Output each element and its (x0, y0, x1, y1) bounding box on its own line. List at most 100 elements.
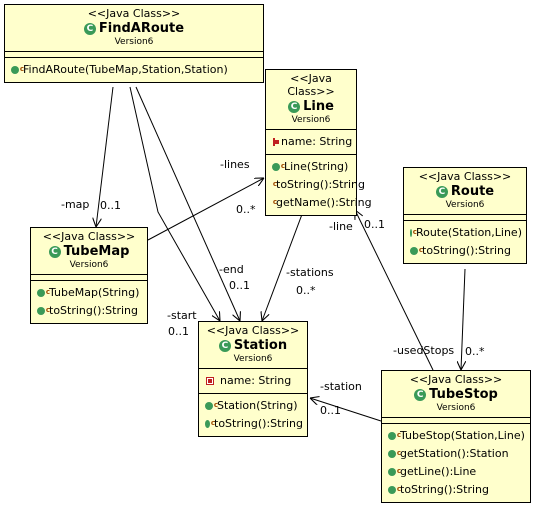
method-label: Station(String) (217, 399, 298, 412)
fields-section: name: String (199, 369, 307, 394)
private-field-icon (273, 138, 279, 146)
methods-section: Station(String) toString():String (199, 394, 307, 436)
class-version: Version6 (233, 354, 273, 364)
method-label: getStation():Station (400, 447, 509, 460)
methods-section: TubeMap(String) toString():String (31, 281, 147, 323)
method-label: getLine():Line (400, 465, 477, 478)
method-label: toString():String (400, 483, 489, 496)
mult-map: 0..1 (100, 199, 121, 212)
constructor-icon (388, 426, 401, 444)
method-label: getName():String (276, 196, 372, 209)
assoc-station (310, 398, 382, 422)
constructor-icon (272, 157, 285, 175)
mult-line: 0..1 (364, 218, 385, 231)
method-label: TubeStop(Station,Line) (400, 429, 525, 442)
field-row[interactable]: name: String (205, 372, 303, 390)
class-name: TubeStop (429, 387, 498, 402)
class-name: FindARoute (98, 21, 185, 36)
fields-section (31, 275, 147, 281)
role-lines: -lines (220, 158, 250, 171)
constructor-icon (410, 223, 417, 241)
mult-stations: 0..* (296, 284, 316, 297)
class-version: Version6 (445, 200, 485, 210)
class-icon: C (414, 388, 427, 401)
method-label: Line(String) (284, 160, 349, 173)
method-icon (37, 301, 50, 319)
fields-section (5, 52, 263, 58)
method-row[interactable]: toString():String (410, 241, 522, 260)
method-icon (410, 241, 423, 259)
constructor-icon (11, 60, 24, 78)
class-version: Version6 (69, 260, 109, 270)
methods-section: FindARoute(TubeMap,Station,Station) (5, 58, 263, 82)
method-row[interactable]: toString():String (388, 480, 526, 499)
stereotype: <<Java Class>> (287, 72, 335, 98)
field-row[interactable]: name: String (272, 133, 352, 151)
class-icon: C (218, 339, 231, 352)
method-row[interactable]: toString():String (205, 414, 303, 433)
method-row[interactable]: toString():String (272, 175, 365, 194)
class-name: Route (450, 184, 495, 199)
role-line: -line (329, 220, 353, 233)
method-row[interactable]: TubeMap(String) (37, 283, 143, 302)
fields-section: name: String (266, 130, 356, 155)
method-row[interactable]: getStation():Station (388, 444, 526, 463)
class-name: Station (233, 338, 288, 353)
mult-start: 0..1 (168, 325, 189, 338)
assoc-start (129, 86, 220, 321)
mult-lines: 0..* (236, 203, 256, 216)
assoc-stations (262, 208, 305, 321)
stereotype: <<Java Class>> (409, 373, 503, 386)
class-icon: C (288, 100, 301, 113)
method-row[interactable]: getLine():Line (388, 462, 526, 481)
mult-station: 0..1 (320, 404, 341, 417)
role-station: -station (320, 380, 362, 393)
role-end: -end (219, 263, 244, 276)
assoc-line (355, 210, 434, 371)
class-icon: C (435, 185, 448, 198)
method-row[interactable]: Line(String) (272, 157, 352, 176)
method-label: FindARoute(TubeMap,Station,Station) (23, 63, 228, 76)
role-map: -map (61, 198, 90, 211)
role-stations: -stations (286, 266, 334, 279)
method-label: Route(Station,Line) (415, 226, 522, 239)
fields-section (382, 418, 530, 424)
role-start: -start (167, 309, 197, 322)
class-name: TubeMap (63, 244, 130, 259)
mult-usedstops: 0..* (465, 345, 485, 358)
assoc-usedstops (461, 268, 465, 370)
method-icon (388, 480, 401, 498)
field-label: name: String (220, 374, 292, 387)
constructor-icon (205, 396, 218, 414)
assoc-lines (147, 178, 264, 241)
method-label: toString():String (49, 304, 138, 317)
constructor-icon (37, 283, 50, 301)
method-icon (388, 444, 401, 462)
method-row[interactable]: Route(Station,Line) (410, 223, 522, 242)
assoc-end (135, 86, 240, 321)
class-icon: C (83, 22, 96, 35)
stereotype: <<Java Class>> (206, 324, 300, 337)
method-row[interactable]: Station(String) (205, 396, 303, 415)
methods-section: Line(String) toString():String getName()… (266, 155, 372, 215)
class-name: Line (303, 99, 334, 114)
field-label: name: String (281, 135, 353, 148)
methods-section: TubeStop(Station,Line) getStation():Stat… (382, 424, 530, 502)
method-row[interactable]: toString():String (37, 301, 143, 320)
method-row[interactable]: getName():String (272, 193, 372, 212)
method-label: toString():String (422, 244, 511, 257)
class-version: Version6 (114, 37, 154, 47)
fields-section (404, 215, 526, 221)
method-icon (388, 462, 401, 480)
class-version: Version6 (436, 403, 476, 413)
method-row[interactable]: FindARoute(TubeMap,Station,Station) (11, 60, 259, 79)
method-row[interactable]: TubeStop(Station,Line) (388, 426, 526, 445)
private-field-icon (206, 377, 214, 385)
